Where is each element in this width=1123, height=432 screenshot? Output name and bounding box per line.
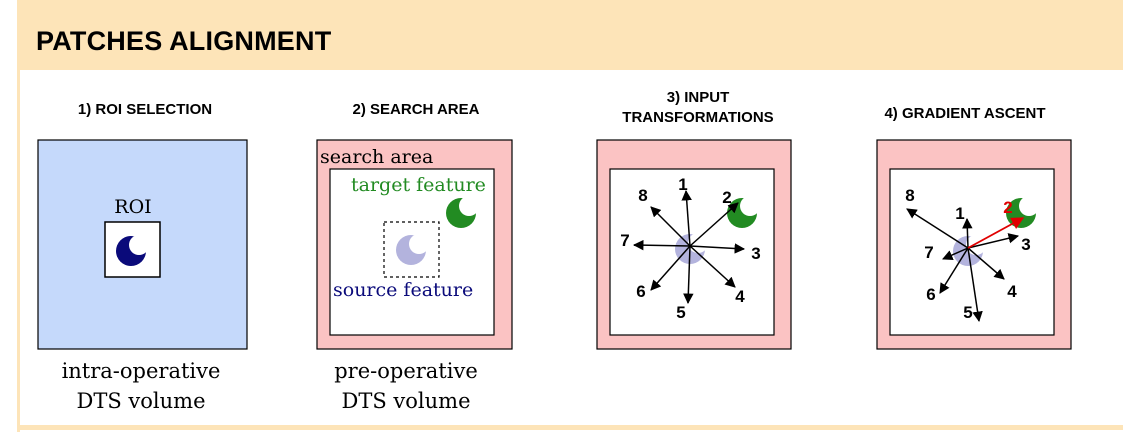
p3-arrow-4 <box>689 245 736 288</box>
p4-label-1: 1 <box>955 204 964 223</box>
p4-label-3: 3 <box>1021 235 1030 254</box>
step-4-title: 4) GRADIENT ASCENT <box>884 105 1046 122</box>
panel-2-caption: pre-operative DTS volume <box>316 356 496 416</box>
source-feature-label: source feature <box>333 279 473 301</box>
panel-4: 1 2 3 4 5 6 7 8 <box>876 139 1072 350</box>
p3-label-3: 3 <box>751 244 760 263</box>
p4-arrow-2-selected <box>967 217 1025 249</box>
p3-arrow-1 <box>681 189 692 247</box>
panel-2-caption-line2: DTS volume <box>341 389 471 413</box>
p4-label-4: 4 <box>1007 282 1017 301</box>
panel-1-caption: intra-operative DTS volume <box>36 356 246 416</box>
p4-arrow-8 <box>906 208 969 249</box>
p3-arrow-7 <box>632 239 691 251</box>
p4-label-2: 2 <box>1003 198 1012 217</box>
p3-arrow-6 <box>650 245 691 291</box>
search-area-label: search area <box>320 146 433 168</box>
p3-label-7: 7 <box>620 231 629 250</box>
header-band <box>17 0 1123 70</box>
panel-1: ROI <box>37 139 248 350</box>
p4-label-6: 6 <box>926 285 935 304</box>
p4-label-7: 7 <box>924 243 933 262</box>
source-feature-icon <box>396 234 429 265</box>
target-feature-label: target feature <box>351 174 486 196</box>
p4-arrow-4 <box>967 247 1005 280</box>
p4-arrow-1 <box>962 217 973 249</box>
p4-arrow-5 <box>967 247 983 323</box>
panel-2: search area target feature source featur… <box>316 139 513 350</box>
p4-label-8: 8 <box>905 186 914 205</box>
left-rule <box>17 0 20 432</box>
p3-arrow-3 <box>689 243 746 254</box>
source-patch-box <box>383 221 440 278</box>
p3-label-6: 6 <box>636 282 645 301</box>
step-3-title: 3) INPUT TRANSFORMATIONS <box>589 88 807 128</box>
panel-1-caption-line1: intra-operative <box>61 359 221 383</box>
panel-3: 1 2 3 4 5 6 7 8 <box>596 139 792 350</box>
panel-1-caption-line2: DTS volume <box>76 389 206 413</box>
bottom-rule <box>17 425 1123 430</box>
p3-label-1: 1 <box>678 175 687 194</box>
panel-2-caption-line1: pre-operative <box>334 359 478 383</box>
p4-arrow-3 <box>967 233 1020 249</box>
step-1-title: 1) ROI SELECTION <box>77 101 213 118</box>
p3-arrow-5 <box>683 245 694 305</box>
roi-label: ROI <box>114 196 151 218</box>
p4-label-5: 5 <box>963 303 972 322</box>
p3-arrow-8 <box>650 206 691 247</box>
target-feature-icon <box>446 196 479 228</box>
p3-label-5: 5 <box>676 303 685 322</box>
p3-arrow-2 <box>689 202 739 247</box>
p3-label-4: 4 <box>735 287 745 306</box>
step-3-title-line2: TRANSFORMATIONS <box>622 109 774 126</box>
step-3-title-line1: 3) INPUT <box>666 89 730 106</box>
step-2-title: 2) SEARCH AREA <box>352 101 480 118</box>
p4-arrow-7 <box>942 247 969 260</box>
roi-feature-icon <box>116 235 149 266</box>
p3-label-8: 8 <box>638 186 647 205</box>
p3-label-2: 2 <box>722 188 731 207</box>
p4-arrow-6 <box>939 247 969 294</box>
figure-title: PATCHES ALIGNMENT <box>36 26 332 56</box>
